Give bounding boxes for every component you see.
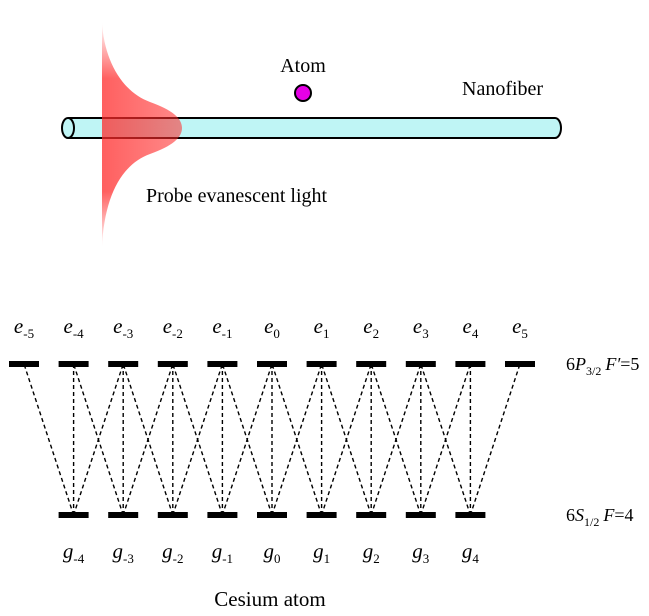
excited-level-labels: e-5 e-4 e-3 e-2 e-1 e0 e1 e2 e3 e4 e5 — [14, 314, 528, 341]
excited-level-bar — [108, 361, 139, 367]
probe-fade-overlay — [100, 22, 184, 248]
ground-sublevel-label: g-2 — [162, 539, 183, 566]
excited-level-bar — [58, 361, 89, 367]
ground-level-bar — [207, 512, 238, 518]
transition-line — [23, 363, 75, 516]
excited-sublevel-label: e-3 — [113, 314, 133, 341]
transition-line — [271, 363, 323, 516]
transition-line — [122, 363, 174, 516]
ground-level-bars — [58, 512, 486, 518]
ground-sublevel-label: g2 — [363, 539, 380, 566]
nanofiber-panel: Atom Nanofiber Probe evanescent light — [61, 22, 562, 248]
excited-level-bar — [257, 361, 287, 367]
atom-dot — [294, 84, 312, 102]
atom-label: Atom — [280, 55, 326, 77]
excited-sublevel-label: e-1 — [212, 314, 232, 341]
cesium-atom-caption: Cesium atom — [214, 587, 325, 611]
excited-sublevel-label: e5 — [512, 314, 528, 341]
ground-sublevel-label: g-3 — [113, 539, 134, 566]
excited-sublevel-label: e-4 — [64, 314, 85, 341]
excited-level-bar — [157, 361, 188, 367]
excited-level-bar — [306, 361, 337, 367]
excited-sublevel-label: e1 — [314, 314, 330, 341]
ground-sublevel-label: g3 — [412, 539, 429, 566]
transition-line — [320, 363, 372, 516]
excited-level-bar — [356, 361, 387, 367]
transition-line — [172, 363, 224, 516]
excited-level-bar — [505, 361, 535, 367]
probe-light-label: Probe evanescent light — [146, 185, 327, 207]
ground-level-bar — [306, 512, 337, 518]
level-scheme-panel: e-5 e-4 e-3 e-2 e-1 e0 e1 e2 e3 e4 e5 g-4 g-3 g-2 g-1… — [9, 314, 639, 611]
ground-sublevel-label: g1 — [313, 539, 330, 566]
excited-sublevel-label: e4 — [462, 314, 478, 341]
excited-sublevel-label: e-5 — [14, 314, 34, 341]
transition-lines — [23, 363, 521, 516]
ground-sublevel-label: g-4 — [63, 539, 85, 566]
ground-level-labels: g-4 g-3 g-2 g-1 g0 g1 g2 g3 g4 — [63, 539, 479, 566]
ground-level-bar — [356, 512, 387, 518]
excited-sublevel-label: e-2 — [163, 314, 183, 341]
excited-level-bar — [9, 361, 39, 367]
transition-line — [420, 363, 472, 516]
nanofiber-body — [68, 117, 562, 139]
excited-level-bar — [405, 361, 436, 367]
ground-level-bar — [157, 512, 188, 518]
ground-level-bar — [58, 512, 89, 518]
nanofiber-end-cap — [61, 117, 75, 139]
excited-level-bar — [455, 361, 486, 367]
excited-level-bar — [207, 361, 238, 367]
ground-level-bar — [108, 512, 139, 518]
transition-line — [72, 363, 124, 516]
transition-line — [469, 363, 521, 516]
excited-sublevel-label: e2 — [363, 314, 379, 341]
excited-level-bars — [9, 361, 535, 367]
ground-level-bar — [405, 512, 436, 518]
ground-level-bar — [257, 512, 287, 518]
ground-sublevel-label: g4 — [462, 539, 480, 566]
transition-line — [221, 363, 273, 516]
ground-sublevel-label: g-1 — [212, 539, 233, 566]
excited-sublevel-label: e3 — [413, 314, 429, 341]
nanofiber-label: Nanofiber — [462, 78, 543, 100]
ground-sublevel-label: g0 — [264, 539, 281, 566]
ground-level-bar — [455, 512, 486, 518]
transition-line — [370, 363, 422, 516]
excited-sublevel-label: e0 — [264, 314, 280, 341]
